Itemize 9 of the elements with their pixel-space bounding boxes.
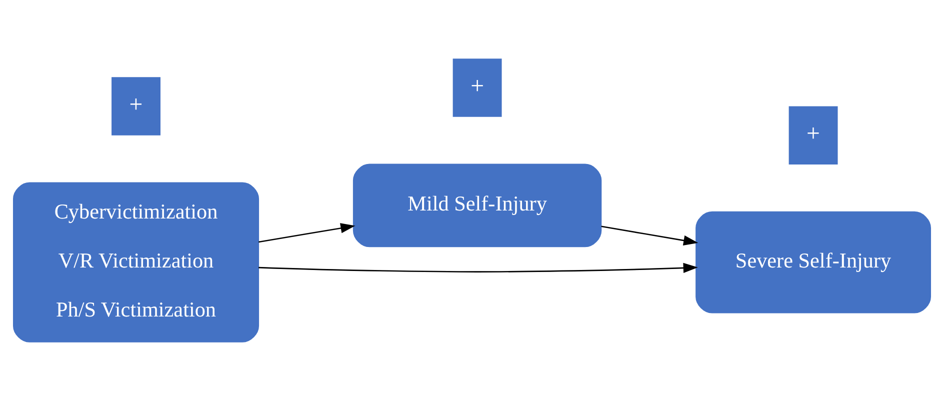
node-box: + [452, 58, 502, 117]
arrow [258, 223, 356, 243]
node-box: Severe Self-Injury [696, 211, 932, 314]
node-box: Cybervictimization V/R Victimization Ph/S Victimization [12, 182, 260, 342]
arrow [601, 226, 698, 246]
node-box: + [112, 77, 160, 136]
arrow [258, 262, 698, 274]
node-box: Mild Self-Injury [352, 164, 602, 248]
node-box: + [788, 106, 838, 164]
